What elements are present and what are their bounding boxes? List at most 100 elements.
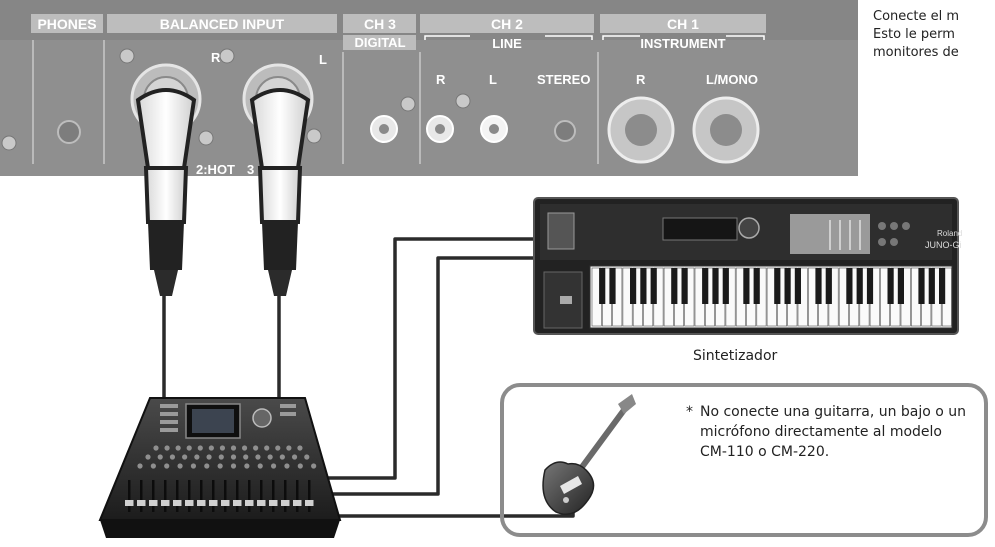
mixer-knob: [311, 463, 317, 469]
ch1-r-label: R: [636, 72, 646, 87]
note-asterisk: *: [686, 404, 693, 420]
ch3-digital-label: DIGITAL: [354, 35, 405, 50]
cable-synth-out-2: [330, 256, 560, 496]
balanced-l-label: L: [319, 52, 327, 67]
side-note-line-3: monitores de: [873, 45, 959, 60]
black-key: [712, 268, 719, 304]
phones-header: [31, 14, 103, 33]
black-key: [609, 268, 616, 304]
mixer-fader-track: [176, 480, 179, 512]
black-key: [743, 268, 750, 304]
electric-guitar: [542, 394, 636, 515]
synthesizer: Roland JUNO-Gi: [533, 197, 962, 335]
black-key: [640, 268, 647, 304]
black-key: [897, 268, 904, 304]
mixer-fader-cap: [137, 500, 146, 506]
mixer-knob: [230, 454, 237, 460]
mixer-knob: [197, 445, 203, 451]
mixer-fader-cap: [257, 500, 266, 506]
mixer-knob: [206, 454, 212, 460]
ch2-line-label: LINE: [492, 36, 522, 51]
mixer-knob: [190, 463, 197, 469]
synth-white-keys: [591, 267, 952, 327]
ch3-subheader: [343, 35, 416, 50]
mixer-knob: [150, 463, 156, 469]
ch3-header: [343, 14, 416, 33]
mixer-knob: [137, 463, 143, 469]
black-key: [856, 268, 863, 304]
ch2-l-label: L: [489, 72, 497, 87]
black-key: [918, 268, 925, 304]
mixer-knob: [279, 454, 285, 460]
ch2-r-label: R: [436, 72, 446, 87]
black-key: [681, 268, 688, 304]
mixer-fader-track: [140, 480, 143, 512]
mixer-knob: [297, 463, 303, 469]
hot-pin-digit: 3: [247, 162, 254, 177]
black-key: [939, 268, 946, 304]
black-key: [928, 268, 935, 304]
mixer-knob: [169, 454, 176, 460]
mixer-knob: [177, 463, 183, 469]
mixer-knob: [175, 445, 181, 451]
black-key: [774, 268, 781, 304]
mixer-fader-track: [128, 480, 131, 512]
mixer-fader-track: [188, 480, 191, 512]
black-key: [784, 268, 791, 304]
mixer-fader-cap: [221, 500, 230, 506]
note-body: No conecte una guitarra, un bajo o un mi…: [700, 404, 967, 460]
mixer-fader-cap: [209, 500, 218, 506]
mixer-knob: [218, 454, 224, 460]
mixer-knob: [230, 463, 237, 469]
mixer-knob: [270, 463, 277, 469]
mixer-knob: [157, 454, 163, 460]
synth-black-keys: [599, 268, 946, 304]
mixer-fader-track: [272, 480, 275, 512]
mixer-fader-track: [164, 480, 167, 512]
mixer-fader-cap: [245, 500, 254, 506]
black-key: [671, 268, 678, 304]
mixer-knob: [304, 454, 310, 460]
mixer: [98, 397, 342, 538]
mixer-faders: [125, 480, 314, 512]
balanced-input-header: [107, 14, 337, 33]
mixer-knob: [164, 445, 170, 451]
phones-jack: [57, 120, 81, 144]
mixer-knob: [284, 463, 290, 469]
mixer-knob: [243, 454, 249, 460]
phones-label: PHONES: [37, 16, 96, 32]
mixer-fader-cap: [125, 500, 134, 506]
ch3-label: CH 3: [364, 16, 396, 32]
synth-display: [662, 217, 738, 241]
synth-dial: [738, 217, 760, 239]
mixer-knob: [257, 463, 263, 469]
mixer-knob: [264, 445, 270, 451]
mixer-knob: [186, 445, 192, 451]
black-key: [650, 268, 657, 304]
mixer-fader-cap: [233, 500, 242, 506]
black-key: [825, 268, 832, 304]
ch2-label: CH 2: [491, 16, 523, 32]
mixer-knobs: [137, 445, 317, 469]
black-key: [630, 268, 637, 304]
xlr-plug-l: [249, 88, 311, 296]
mixer-knob: [182, 454, 188, 460]
ch2-stereo-label: STEREO: [537, 72, 590, 87]
mixer-fader-track: [236, 480, 239, 512]
side-note: Conecte el m Esto le perm monitores de: [873, 8, 959, 62]
ch1-header: [600, 14, 766, 33]
hot-pin-label: 2:HOT: [196, 162, 235, 177]
mixer-knob: [164, 463, 170, 469]
ch1-lmono-label: L/MONO: [706, 72, 758, 87]
rear-panel: PHONES BALANCED INPUT CH 3 DIGITAL CH 2 …: [0, 0, 858, 177]
xlr-plug-r: [135, 88, 197, 296]
mixer-knob: [153, 445, 159, 451]
mixer-fader-cap: [269, 500, 278, 506]
mixer-fader-track: [284, 480, 287, 512]
mixer-fader-cap: [173, 500, 182, 506]
mixer-knob: [230, 445, 237, 451]
mixer-fader-cap: [305, 500, 314, 506]
black-key: [794, 268, 801, 304]
